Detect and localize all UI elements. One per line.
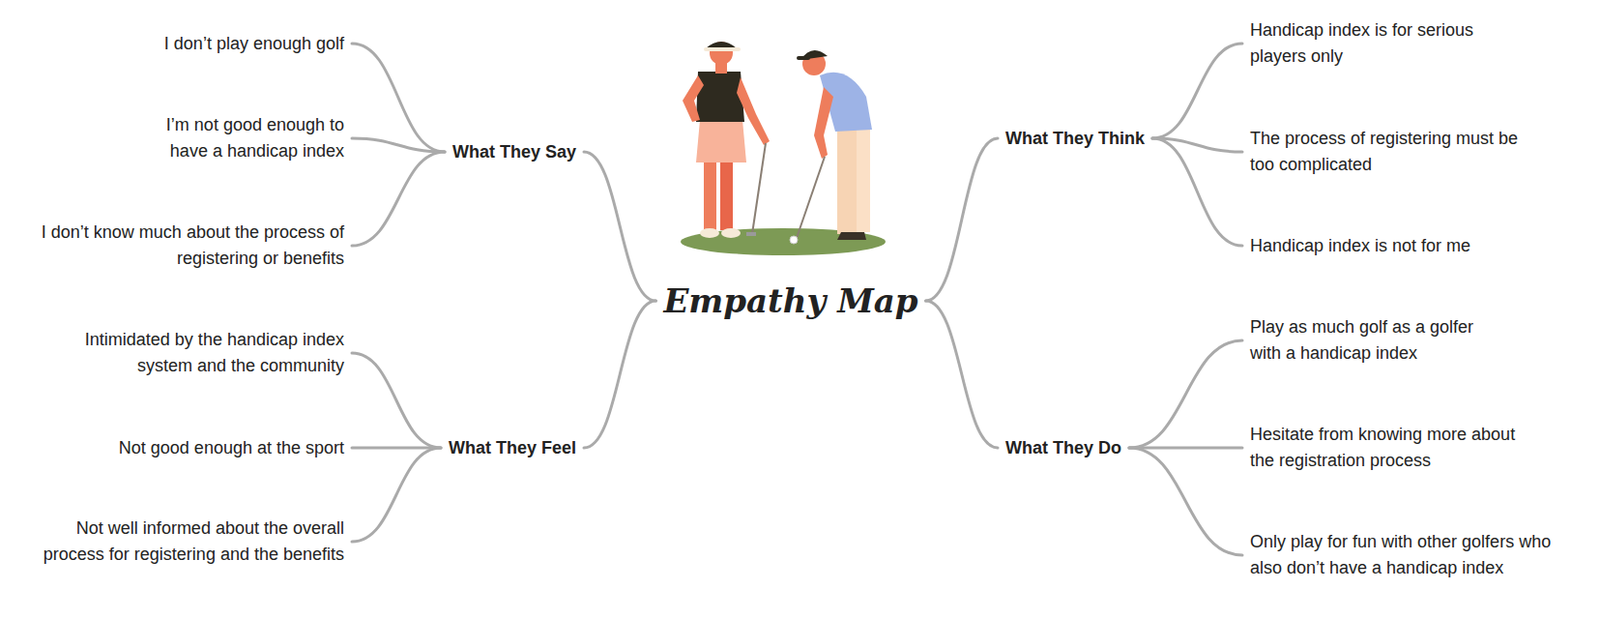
grass-patch [680, 228, 886, 256]
branch-heading: What They Feel [448, 435, 577, 462]
node-text: Intimidated by the handicap index system… [65, 326, 345, 379]
branch-connector [351, 447, 441, 542]
central-topic: Empathy Map [663, 280, 918, 321]
node-text: Play as much golf as a golfer with a han… [1250, 314, 1490, 367]
branch-connector [1152, 138, 1243, 246]
node-text: I’m not good enough to have a handicap i… [136, 112, 345, 165]
leaf-note: Not good enough at the sport [118, 435, 345, 462]
node-text: What They Do [1005, 435, 1122, 462]
branch-connector [351, 138, 445, 152]
branch-connector [1152, 43, 1243, 139]
branch-connector [351, 446, 441, 450]
branch-connector [1152, 138, 1243, 152]
branch-connector [351, 352, 441, 448]
branch-connector [926, 138, 998, 301]
woman-golfer [682, 41, 770, 238]
branch-connector [583, 151, 656, 301]
node-text: Hesitate from knowing more about the reg… [1250, 421, 1541, 474]
node-text: What They Feel [448, 435, 577, 462]
node-text: Only play for fun with other golfers who… [1250, 528, 1582, 582]
node-text: I don’t play enough golf [164, 30, 345, 58]
node-text: What They Think [1005, 125, 1145, 152]
leaf-note: Play as much golf as a golfer with a han… [1250, 314, 1490, 367]
node-text: Handicap index is not for me [1250, 232, 1471, 260]
leaf-note: The process of registering must be too c… [1250, 125, 1543, 178]
branch-connector [351, 43, 445, 152]
branch-heading: What They Say [452, 139, 577, 166]
leaf-note: Handicap index is not for me [1250, 232, 1471, 260]
branch-connector [583, 300, 656, 448]
leaf-note: Hesitate from knowing more about the reg… [1250, 421, 1541, 474]
node-text: The process of registering must be too c… [1250, 125, 1543, 178]
node-text: What They Say [452, 139, 577, 166]
branch-connector [1129, 446, 1243, 450]
node-text: Handicap index is for serious players on… [1250, 17, 1492, 70]
node-text: Not well informed about the overall proc… [12, 515, 345, 568]
leaf-note: I’m not good enough to have a handicap i… [136, 112, 345, 165]
branch-connector [351, 151, 445, 246]
man-golfer [789, 50, 873, 244]
leaf-note: Handicap index is for serious players on… [1250, 17, 1492, 70]
branch-heading: What They Think [1005, 125, 1145, 152]
branch-connector [1129, 447, 1243, 555]
leaf-note: I don’t play enough golf [164, 30, 345, 58]
leaf-note: Intimidated by the handicap index system… [65, 326, 345, 379]
branch-connector [1129, 340, 1243, 448]
node-text: I don’t know much about the process of r… [25, 219, 345, 272]
leaf-note: Only play for fun with other golfers who… [1250, 528, 1582, 582]
leaf-note: I don’t know much about the process of r… [25, 219, 345, 272]
node-text: Empathy Map [663, 280, 918, 321]
node-text: Not good enough at the sport [118, 435, 345, 462]
leaf-note: Not well informed about the overall proc… [12, 515, 345, 568]
branch-connector [926, 300, 998, 448]
branch-heading: What They Do [1005, 435, 1122, 462]
